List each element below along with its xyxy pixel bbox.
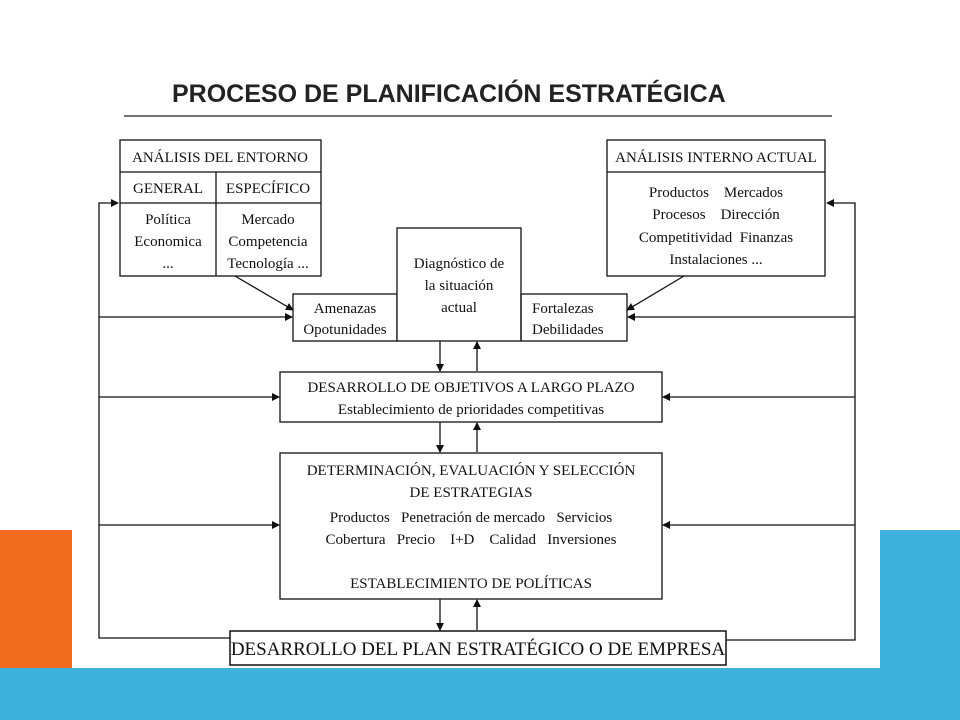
entorno-general-item: ... xyxy=(162,256,173,272)
entorno-box xyxy=(119,139,322,277)
interno-header: ANÁLISIS INTERNO ACTUAL xyxy=(615,149,817,166)
diagnostico-line: actual xyxy=(441,300,477,316)
entorno-especifico-item: Competencia xyxy=(228,234,307,250)
fortalezas-label: Fortalezas xyxy=(532,301,594,317)
estrategias-title-2: DE ESTRATEGIAS xyxy=(410,485,533,501)
blue-footer-band xyxy=(0,668,960,720)
politicas-label: ESTABLECIMIENTO DE POLÍTICAS xyxy=(350,575,592,592)
interno-line: Instalaciones ... xyxy=(669,252,762,268)
entorno-general-header: GENERAL xyxy=(133,181,203,197)
diagnostico-box xyxy=(396,227,522,342)
objetivos-subtitle: Establecimiento de prioridades competiti… xyxy=(338,402,604,418)
entorno-general-item: Economica xyxy=(134,234,202,250)
entorno-header: ANÁLISIS DEL ENTORNO xyxy=(132,149,308,166)
interno-line: Productos Mercados xyxy=(649,185,783,201)
amenazas-label: Amenazas xyxy=(314,301,377,317)
entorno-especifico-header: ESPECÍFICO xyxy=(226,180,310,197)
interno-box xyxy=(606,139,826,277)
diagnostico-line: Diagnóstico de xyxy=(414,256,505,272)
entorno-especifico-item: Tecnología ... xyxy=(227,256,308,272)
objetivos-title: DESARROLLO DE OBJETIVOS A LARGO PLAZO xyxy=(307,380,634,396)
interno-line: Procesos Dirección xyxy=(652,207,780,223)
estrategias-items: Cobertura Precio I+D Calidad Inversiones xyxy=(326,532,617,548)
plan-label: DESARROLLO DEL PLAN ESTRATÉGICO O DE EMP… xyxy=(231,638,726,660)
estrategias-title: DETERMINACIÓN, EVALUACIÓN Y SELECCIÓN xyxy=(307,462,636,479)
estrategias-items: Productos Penetración de mercado Servici… xyxy=(330,510,613,526)
diagram-title: PROCESO DE PLANIFICACIÓN ESTRATÉGICA xyxy=(172,78,726,108)
entorno-especifico-item: Mercado xyxy=(241,212,294,228)
diagram-image-panel xyxy=(72,40,880,668)
diagnostico-line: la situación xyxy=(425,278,494,294)
entorno-general-item: Política xyxy=(145,212,191,228)
connectors xyxy=(98,199,856,641)
oportunidades-label: Opotunidades xyxy=(303,322,386,338)
plan-box xyxy=(229,630,727,666)
debilidades-label: Debilidades xyxy=(532,322,604,338)
interno-line: Competitividad Finanzas xyxy=(639,230,793,246)
